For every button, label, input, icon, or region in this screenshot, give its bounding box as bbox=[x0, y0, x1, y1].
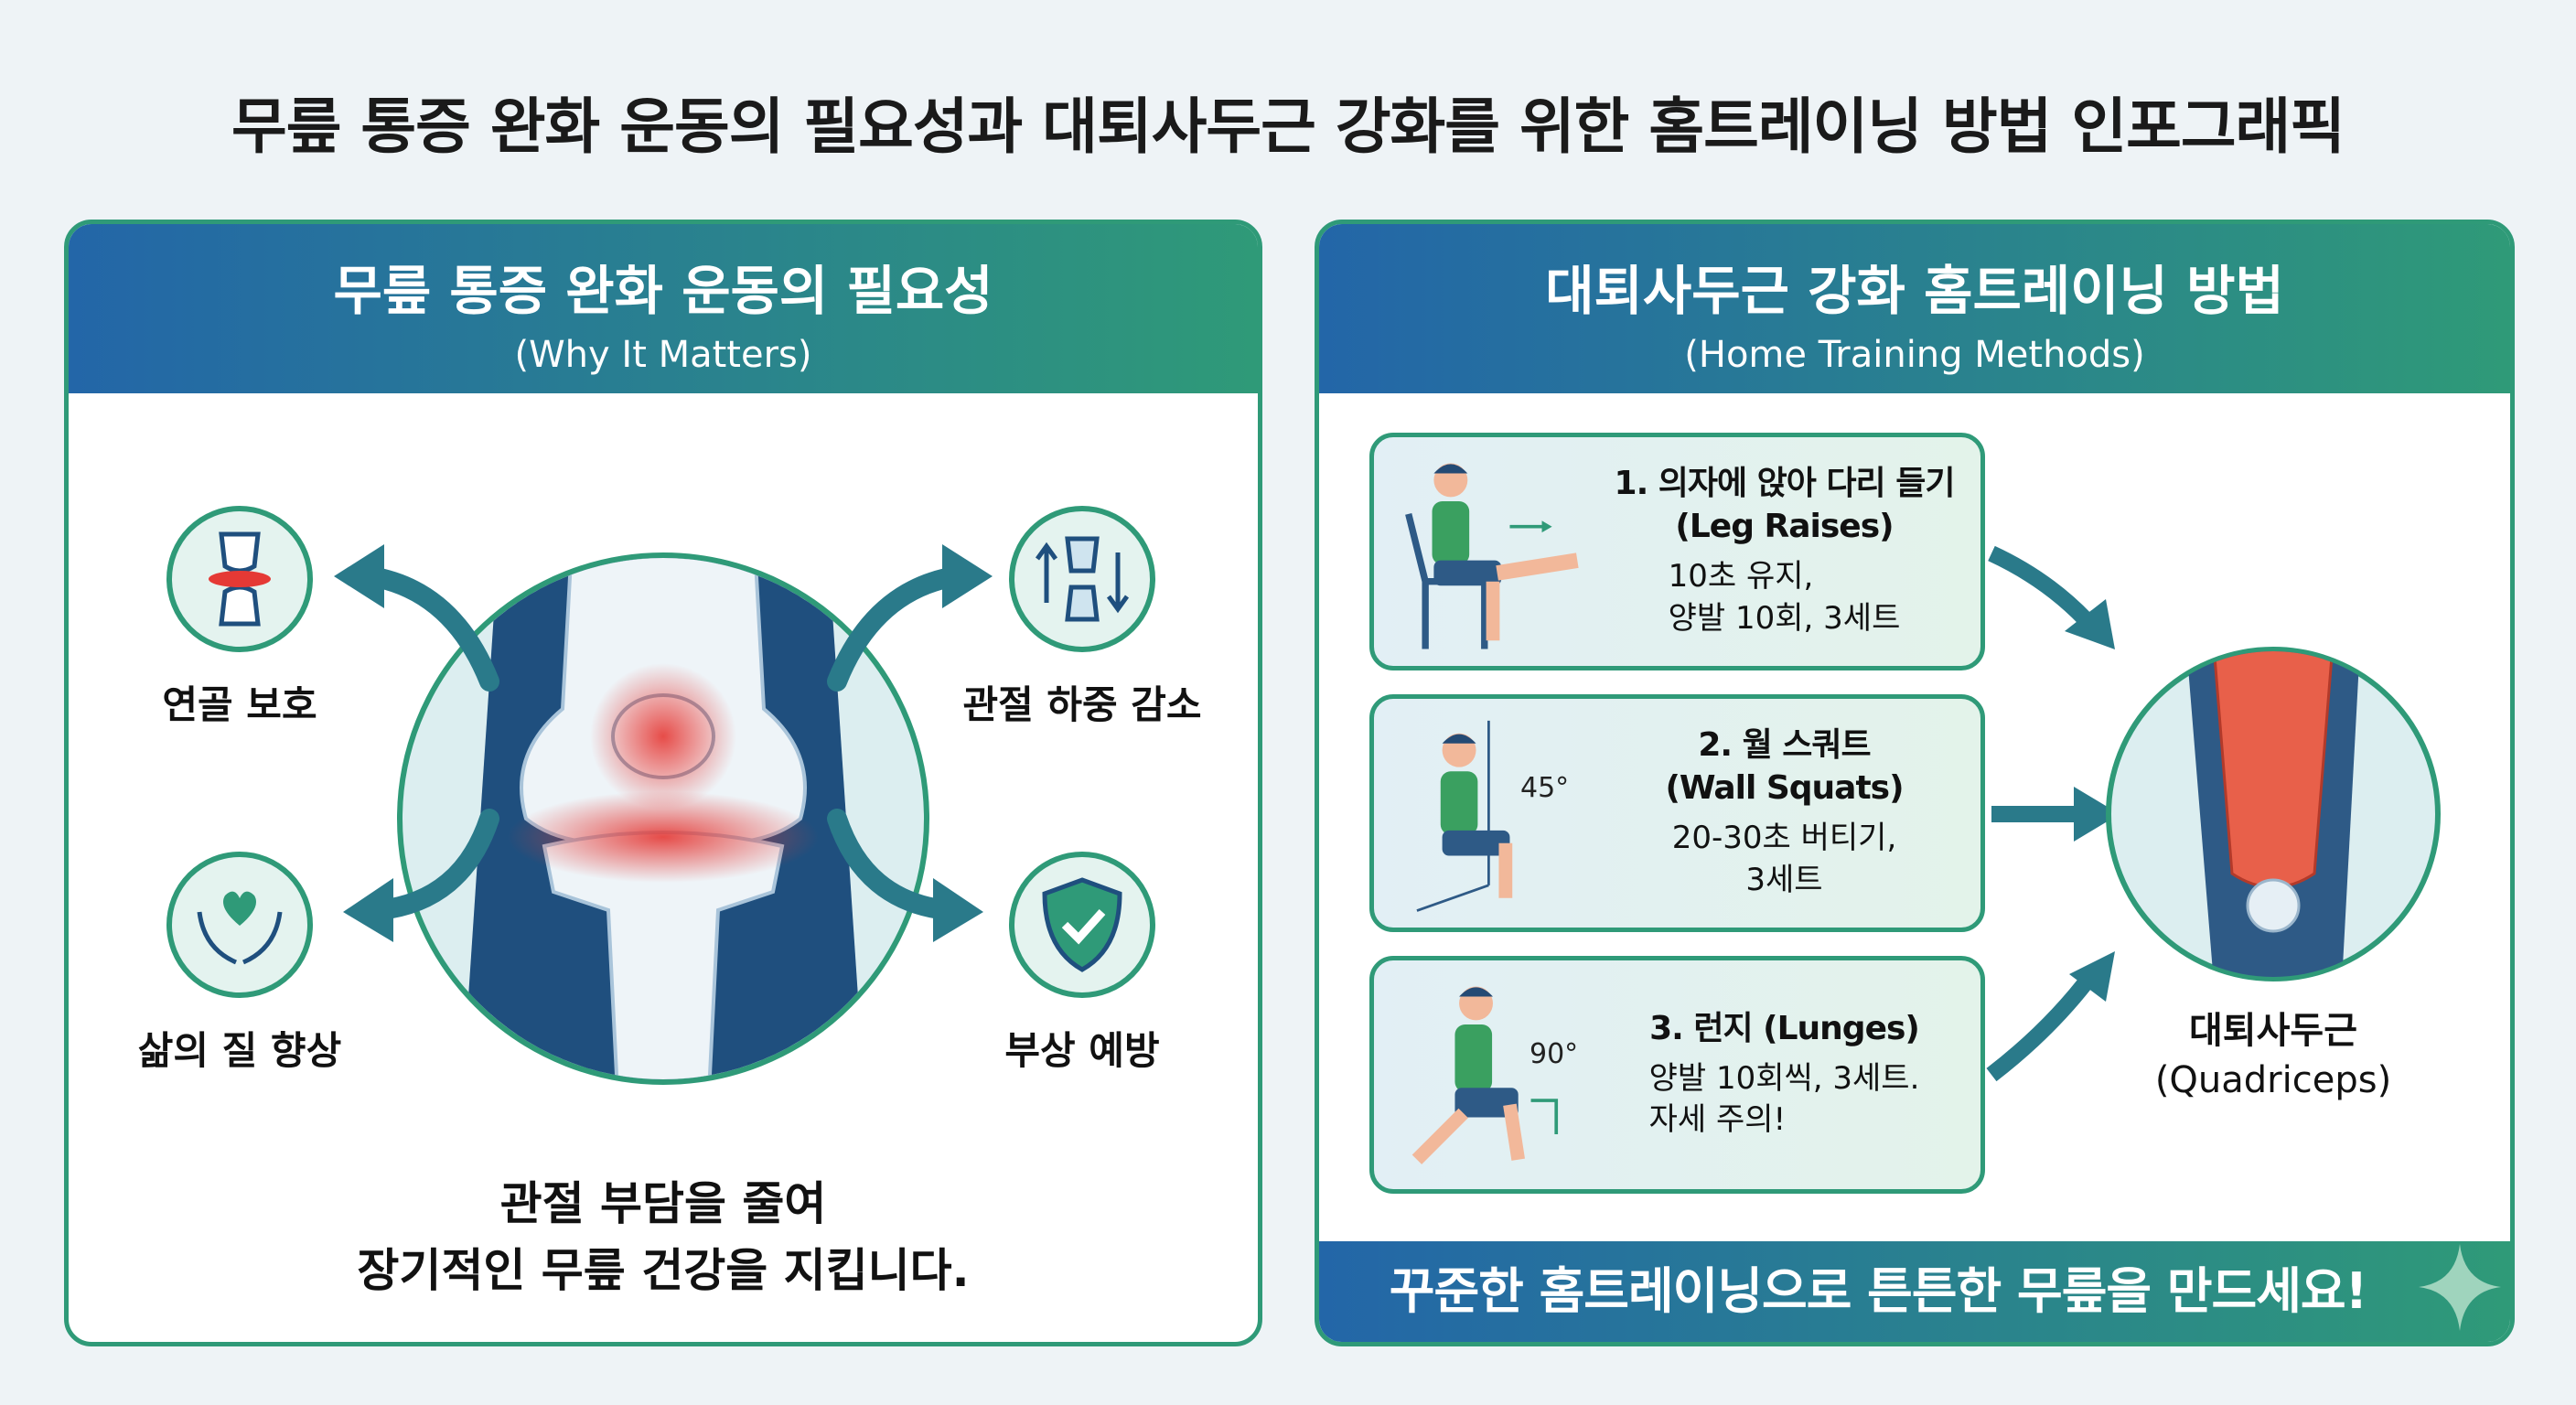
exercise-title: 2. 월 스쿼트 (Wall Squats) bbox=[1665, 724, 1904, 810]
leg-raise-figure bbox=[1405, 463, 1579, 649]
arrow-to-cartilage bbox=[360, 566, 499, 692]
exercise-text: 2. 월 스쿼트 (Wall Squats) 20-30초 버티기, 3세트 bbox=[1594, 699, 1975, 928]
summary-text: 관절 부담을 줄여 장기적인 무릎 건강을 지킵니다. bbox=[69, 1171, 1258, 1303]
angle-label: 45° bbox=[1520, 772, 1570, 804]
panel-heading: 무릎 통증 완화 운동의 필요성 bbox=[333, 260, 993, 322]
exercise-name-en: (Leg Raises) bbox=[1675, 508, 1894, 546]
exercise-desc-line: 자세 주의! bbox=[1648, 1101, 1787, 1139]
exercise-to-muscle-arrows bbox=[1986, 545, 2120, 1082]
panel-heading: 대퇴사두근 강화 홈트레이닝 방법 bbox=[1545, 260, 2284, 322]
lunge-figure bbox=[1411, 986, 1559, 1164]
cartilage-joint-icon bbox=[166, 506, 313, 652]
exercise-name: 1. 의자에 앉아 다리 들기 bbox=[1614, 465, 1956, 503]
arrow-to-injury bbox=[827, 809, 957, 920]
footer-banner: 꾸준한 홈트레이닝으로 튼튼한 무릎을 만드세요! bbox=[1319, 1241, 2510, 1342]
exercise-description: 20-30초 버티기, 3세트 bbox=[1672, 818, 1897, 902]
panel-header: 무릎 통증 완화 운동의 필요성 (Why It Matters) bbox=[69, 224, 1258, 393]
muscle-name: 대퇴사두근 bbox=[2189, 1010, 2357, 1052]
exercise-name-en: (Wall Squats) bbox=[1665, 769, 1904, 808]
heart-hands-icon bbox=[166, 852, 313, 998]
why-it-matters-panel: 무릎 통증 완화 운동의 필요성 (Why It Matters) 연골 보호 … bbox=[64, 220, 1262, 1346]
benefit-label: 부상 예방 bbox=[1004, 1028, 1160, 1073]
exercise-desc-line: 양발 10회, 3세트 bbox=[1668, 599, 1901, 637]
shield-check-icon bbox=[1009, 852, 1155, 998]
panel-header: 대퇴사두근 강화 홈트레이닝 방법 (Home Training Methods… bbox=[1319, 224, 2510, 393]
exercise-name: 3. 런지 (Lunges) bbox=[1649, 1009, 1920, 1047]
wall-squat-figure bbox=[1416, 720, 1513, 912]
exercise-card-wall-squats: 45° 2. 월 스쿼트 (Wall Squats) 20-30초 버티기, 3세트 bbox=[1369, 694, 1985, 932]
exercise-description: 10초 유지, 양발 10회, 3세트 bbox=[1669, 556, 1901, 640]
exercise-text: 1. 의자에 앉아 다리 들기 (Leg Raises) 10초 유지, 양발 10… bbox=[1594, 437, 1975, 666]
muscle-name-en: (Quadriceps) bbox=[2154, 1059, 2392, 1101]
exercise-title: 1. 의자에 앉아 다리 들기 (Leg Raises) bbox=[1614, 463, 1956, 549]
exercise-desc-line: 20-30초 버티기, bbox=[1671, 819, 1897, 856]
panel-subheading: (Home Training Methods) bbox=[1684, 334, 2145, 376]
page-title: 무릎 통증 완화 운동의 필요성과 대퇴사두근 강화를 위한 홈트레이닝 방법 … bbox=[231, 91, 2345, 162]
exercise-card-leg-raises: 1. 의자에 앉아 다리 들기 (Leg Raises) 10초 유지, 양발 10… bbox=[1369, 433, 1985, 670]
summary-line: 장기적인 무릎 건강을 지킵니다. bbox=[357, 1243, 970, 1297]
joint-load-arrows-icon bbox=[1009, 506, 1155, 652]
exercise-title: 3. 런지 (Lunges) bbox=[1649, 1008, 1920, 1051]
exercise-description: 양발 10회씩, 3세트. 자세 주의! bbox=[1649, 1058, 1920, 1142]
sparkle-icon bbox=[2419, 1244, 2501, 1331]
exercise-card-lunges: 90° 3. 런지 (Lunges) 양발 10회씩, 3세트. 자세 주의! bbox=[1369, 956, 1985, 1194]
home-training-panel: 대퇴사두근 강화 홈트레이닝 방법 (Home Training Methods… bbox=[1315, 220, 2515, 1346]
summary-line: 관절 부담을 줄여 bbox=[499, 1177, 827, 1230]
arrow-to-load bbox=[827, 566, 966, 692]
muscle-label: 대퇴사두근 (Quadriceps) bbox=[2060, 1006, 2486, 1105]
quadriceps-illustration bbox=[2106, 647, 2441, 981]
exercise-desc-line: 양발 10회씩, 3세트. bbox=[1648, 1059, 1920, 1097]
exercise-name: 2. 월 스쿼트 bbox=[1698, 726, 1871, 765]
footer-text: 꾸준한 홈트레이닝으로 튼튼한 무릎을 만드세요! bbox=[1389, 1262, 2367, 1320]
exercise-text: 3. 런지 (Lunges) 양발 10회씩, 3세트. 자세 주의! bbox=[1594, 960, 1975, 1189]
benefit-label: 삶의 질 향상 bbox=[137, 1028, 342, 1073]
benefit-arrows bbox=[334, 544, 993, 942]
angle-label: 90° bbox=[1530, 1038, 1579, 1070]
panel-subheading: (Why It Matters) bbox=[514, 334, 812, 376]
arrow-to-quality bbox=[370, 809, 499, 920]
exercise-desc-line: 10초 유지, bbox=[1668, 557, 1814, 595]
knee-joint-illustration bbox=[397, 552, 929, 1085]
benefit-label: 관절 하중 감소 bbox=[962, 682, 1202, 727]
benefit-label: 연골 보호 bbox=[162, 682, 317, 727]
exercise-desc-line: 3세트 bbox=[1745, 861, 1823, 898]
